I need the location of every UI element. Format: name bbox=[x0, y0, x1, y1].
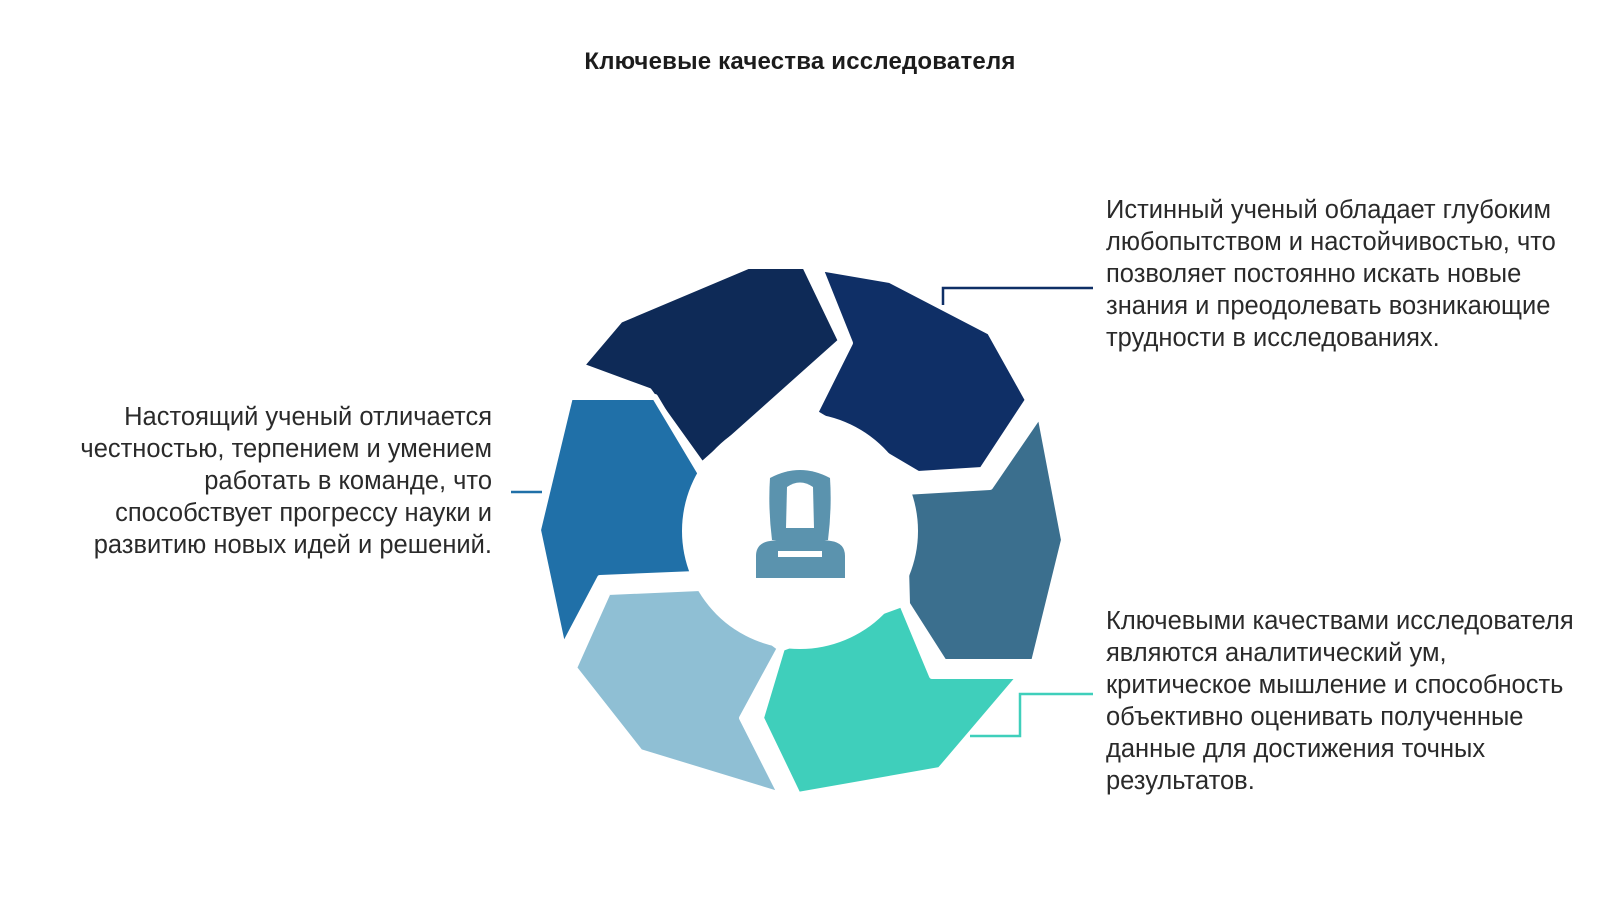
quality-description-left: Настоящий ученый отличается честностью, … bbox=[80, 403, 492, 559]
connector-line-top-right bbox=[941, 286, 1093, 305]
quality-description-bottom-right: Ключевыми качествами исследователя являю… bbox=[1106, 607, 1574, 795]
cycle-segment-top-right bbox=[812, 265, 1031, 477]
diagram-title: Ключевые качества исследователя bbox=[584, 48, 1016, 75]
researcher-person-icon bbox=[756, 470, 845, 578]
cycle-segment-bottom-right bbox=[758, 601, 1023, 798]
cycle-segment-right bbox=[901, 411, 1067, 665]
cycle-segment-left bbox=[535, 394, 704, 651]
connector-line-bottom-right bbox=[970, 692, 1093, 738]
cycle-segment-bottom-left bbox=[571, 585, 784, 798]
quality-description-top-right: Истинный ученый обладает глубоким любопы… bbox=[1106, 196, 1556, 352]
